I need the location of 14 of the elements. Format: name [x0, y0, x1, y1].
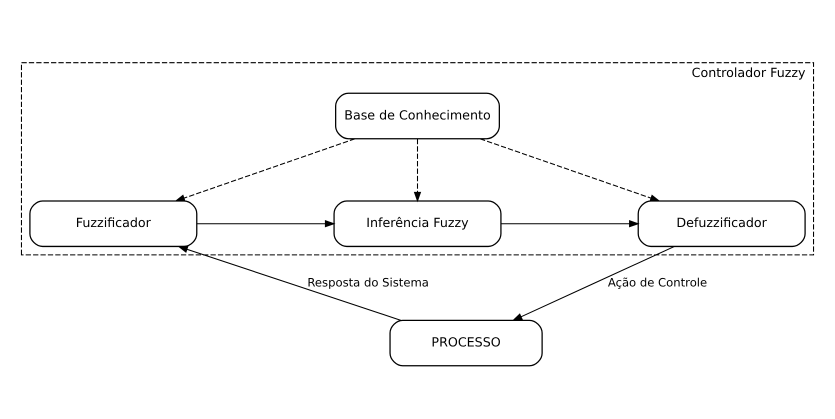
edge-label: Resposta do Sistema: [307, 274, 429, 289]
arrow: [512, 246, 674, 321]
arrow: [414, 138, 422, 202]
node-box: Base de Conhecimento: [335, 92, 500, 139]
arrow: [177, 245, 402, 320]
arrow: [196, 220, 336, 227]
node-box: PROCESSO: [389, 319, 543, 366]
arrow: [174, 138, 356, 201]
node-box: Fuzzificador: [29, 200, 198, 247]
arrow: [500, 220, 640, 227]
node-box: Defuzzificador: [638, 200, 806, 247]
arrow: [480, 138, 661, 201]
node-box: Inferência Fuzzy: [333, 200, 502, 247]
edge-label: Ação de Controle: [608, 274, 708, 289]
